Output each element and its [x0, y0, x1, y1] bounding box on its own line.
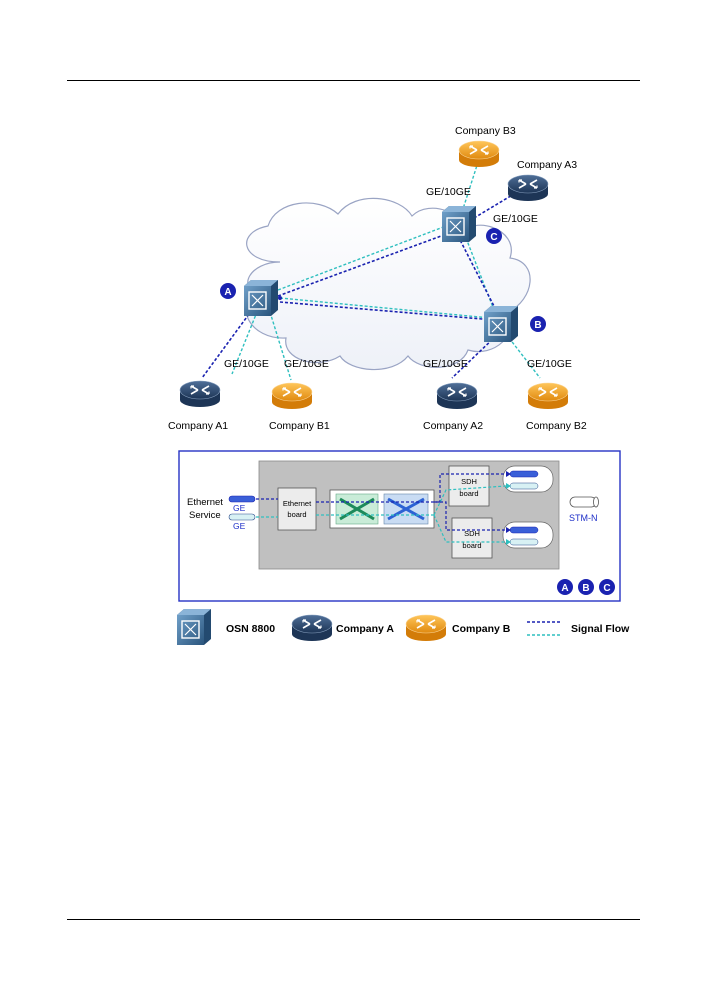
- label-link-c-b3: GE/10GE: [426, 186, 471, 198]
- badge-b-panel: B: [578, 579, 594, 595]
- label-link-a-a1: GE/10GE: [224, 358, 269, 370]
- svg-text:A: A: [224, 287, 231, 298]
- badge-a-panel: A: [557, 579, 573, 595]
- stm-n-label: STM-N: [569, 513, 598, 523]
- badge-site-c: C: [486, 228, 502, 244]
- sdh-bottom-line2: board: [462, 541, 481, 550]
- label-company-b3: Company B3: [455, 125, 516, 137]
- legend-osn-icon: [176, 608, 212, 646]
- badge-site-a: A: [220, 283, 236, 299]
- legend-company-a-label: Company A: [336, 623, 394, 635]
- sdh-top-line1: SDH: [461, 477, 477, 486]
- label-company-a3: Company A3: [517, 159, 577, 171]
- legend: OSN 8800 Company A Company B Signal Flow: [176, 608, 630, 646]
- ethernet-board: [277, 487, 317, 531]
- legend-signal-flow-label: Signal Flow: [571, 623, 630, 635]
- badge-site-b: B: [530, 316, 546, 332]
- label-company-b1: Company B1: [269, 420, 330, 432]
- label-link-b-a2: GE/10GE: [423, 358, 468, 370]
- svg-text:B: B: [582, 583, 589, 594]
- svg-text:C: C: [603, 583, 610, 594]
- ge-port-top: [228, 495, 256, 503]
- sdh-board-top: [448, 465, 490, 507]
- router-company-a3: [507, 174, 549, 202]
- legend-company-b-icon: [405, 614, 447, 642]
- ethernet-service-line1: Ethernet: [187, 497, 223, 508]
- stm-n-connector: [569, 496, 599, 508]
- router-company-a2: [436, 382, 478, 410]
- fiber-bundle-bottom: [502, 521, 554, 549]
- router-company-a1: [179, 380, 221, 408]
- signal-flows-blue: [201, 193, 515, 379]
- svg-text:B: B: [534, 320, 541, 331]
- svg-text:A: A: [561, 583, 568, 594]
- fiber-bundle-top: [502, 465, 554, 493]
- osn-node-a: [243, 279, 279, 317]
- legend-osn-label: OSN 8800: [226, 623, 275, 635]
- label-link-c-a3: GE/10GE: [493, 213, 538, 225]
- label-link-b-b2: GE/10GE: [527, 358, 572, 370]
- sdh-bottom-line1: SDH: [464, 529, 480, 538]
- ethernet-service-line2: Service: [189, 510, 221, 521]
- legend-company-a-icon: [291, 614, 333, 642]
- board-detail-panel: Ethernet Service GE GE Ethernet board SD…: [178, 450, 621, 602]
- ge-label-top: GE: [233, 503, 246, 513]
- top-rule: [67, 80, 640, 81]
- router-company-b2: [527, 382, 569, 410]
- router-company-b1: [271, 382, 313, 410]
- sdh-board-bottom: [451, 517, 493, 559]
- label-link-a-b1: GE/10GE: [284, 358, 329, 370]
- ge-label-bottom: GE: [233, 521, 246, 531]
- label-company-a2: Company A2: [423, 420, 483, 432]
- svg-text:C: C: [490, 232, 497, 243]
- osn-node-b: [483, 305, 519, 343]
- label-company-a1: Company A1: [168, 420, 228, 432]
- ethernet-board-line2: board: [287, 510, 306, 519]
- router-company-b3: [458, 140, 500, 168]
- osn-node-c: [441, 205, 477, 243]
- label-company-b2: Company B2: [526, 420, 587, 432]
- sdh-top-line2: board: [459, 489, 478, 498]
- ge-port-bottom: [228, 513, 256, 521]
- legend-company-b-label: Company B: [452, 623, 511, 635]
- bottom-rule: [67, 919, 640, 920]
- badge-c-panel: C: [599, 579, 615, 595]
- ethernet-board-line1: Ethernet: [283, 499, 312, 508]
- cross-connect-unit: [329, 489, 435, 529]
